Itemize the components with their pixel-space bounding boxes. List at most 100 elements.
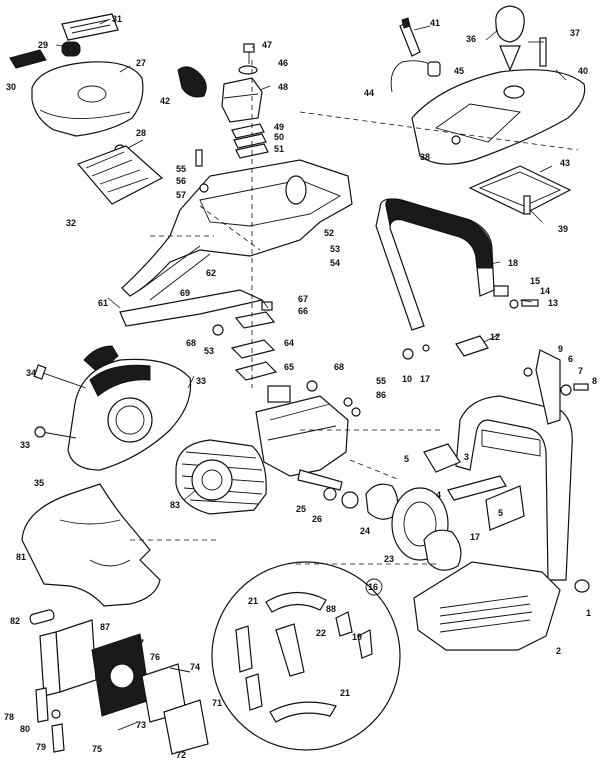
label-18: 18 [508,258,518,268]
label-16-ring [365,578,383,596]
label-53b: 53 [204,346,214,356]
label-31: 31 [112,14,122,24]
label-9: 9 [558,344,563,354]
label-61: 61 [98,298,108,308]
label-82: 82 [10,616,20,626]
label-33b: 33 [20,440,30,450]
coil-spring [177,66,207,98]
label-53a: 53 [330,244,340,254]
top-cover-assembly [9,13,164,205]
label-44: 44 [364,88,374,98]
alignment-lines [130,60,579,565]
label-72: 72 [176,750,186,760]
label-83: 83 [170,500,180,510]
label-56: 56 [176,176,186,186]
label-7: 7 [578,366,583,376]
label-86: 86 [376,390,386,400]
label-25: 25 [296,504,306,514]
label-30: 30 [6,82,16,92]
crankcase-housing [119,149,353,327]
label-24: 24 [360,526,370,536]
decal-plate [61,13,119,41]
label-10: 10 [402,374,412,384]
label-80: 80 [20,724,30,734]
grommet-82 [29,609,55,625]
label-68a: 68 [186,338,196,348]
label-76: 76 [150,652,160,662]
label-35: 35 [34,478,44,488]
label-65: 65 [284,362,294,372]
label-79: 79 [36,742,46,752]
detail-inset [211,561,401,751]
label-34: 34 [26,368,36,378]
label-6: 6 [568,354,573,364]
label-5b: 5 [498,508,503,518]
label-16: 16 [368,582,378,592]
tank-cover-40 [411,69,586,165]
label-27: 27 [136,58,146,68]
clutch-assembly [323,483,462,571]
gasket-43 [468,165,572,215]
lower-housing [21,483,209,755]
label-51: 51 [274,144,284,154]
crankcase [255,395,349,477]
label-36: 36 [466,34,476,44]
carburetor-48 [221,77,263,123]
label-88: 88 [326,604,336,614]
label-55b: 55 [376,376,386,386]
label-52: 52 [324,228,334,238]
label-2: 2 [556,646,561,656]
label-42: 42 [160,96,170,106]
label-40: 40 [578,66,588,76]
label-43: 43 [560,158,570,168]
bracket-12 [455,335,489,357]
label-54: 54 [330,258,340,268]
label-5a: 5 [404,454,409,464]
label-21b: 21 [340,688,350,698]
label-4: 4 [436,490,441,500]
hand-guard [455,395,573,581]
label-13: 13 [548,298,558,308]
knob [61,41,81,57]
label-32: 32 [66,218,76,228]
sprocket [423,529,462,571]
label-15: 15 [530,276,540,286]
label-17a: 17 [420,374,430,384]
label-1: 1 [586,608,591,618]
filter-screen [9,49,47,69]
label-78a: 78 [4,712,14,722]
label-17b: 17 [470,532,480,542]
handle-bar-69 [119,289,264,327]
right-cover-assembly [390,5,586,215]
handle-grip [385,198,493,269]
front-handle [375,198,539,360]
label-48: 48 [278,82,288,92]
label-41: 41 [430,18,440,28]
label-50: 50 [274,132,284,142]
label-33a: 33 [196,376,206,386]
plate-72 [163,699,209,755]
label-46: 46 [278,58,288,68]
label-23: 23 [384,554,394,564]
label-62: 62 [206,268,216,278]
label-45: 45 [454,66,464,76]
gasket-stack [212,301,318,392]
top-cover [31,61,144,137]
label-22: 22 [316,628,326,638]
label-67: 67 [298,294,308,304]
pin-41 [399,21,421,57]
label-38: 38 [420,152,430,162]
label-74: 74 [190,662,200,672]
bolt-37 [539,37,547,67]
label-77: 77 [134,638,144,648]
label-55a: 55 [176,164,186,174]
fuel-cap [495,5,525,43]
label-66: 66 [298,306,308,316]
leader-lines [55,18,567,501]
label-75: 75 [92,744,102,754]
label-3: 3 [464,452,469,462]
starter-assembly [33,345,192,471]
fuel-line [390,60,435,93]
